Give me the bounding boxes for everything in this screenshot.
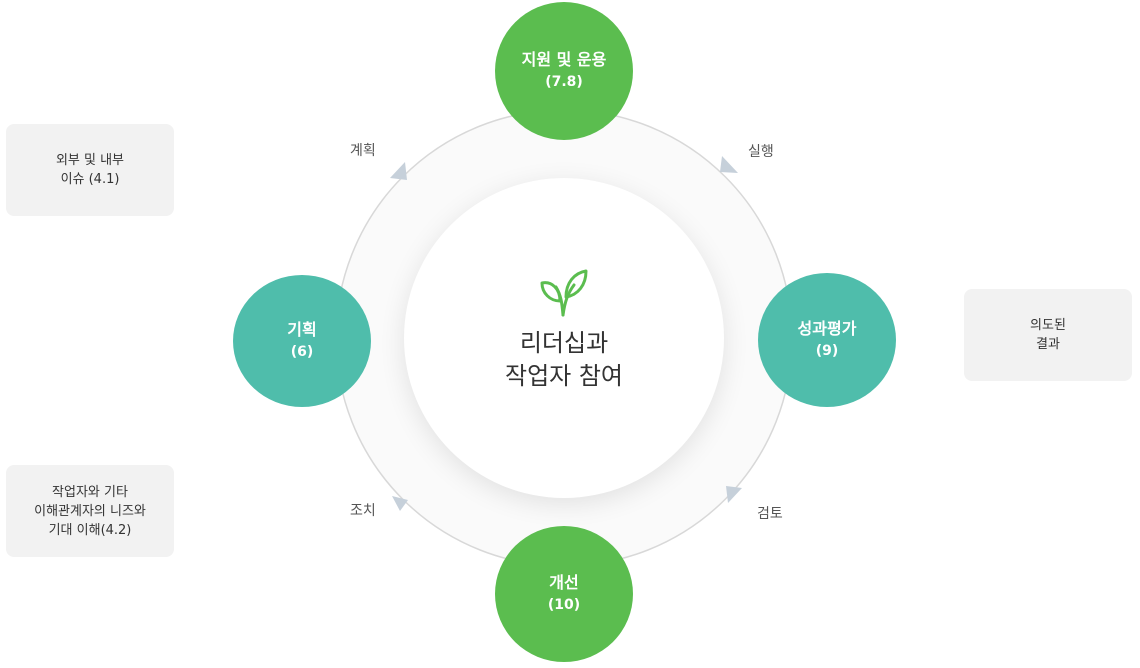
- needs-line1: 작업자와 기타: [52, 484, 128, 500]
- node-performance-sub: (9): [815, 343, 839, 359]
- arrow-check-icon: [726, 486, 742, 503]
- node-performance-label: 성과평가: [797, 319, 857, 338]
- needs-line2: 이해관계자의 니즈와: [34, 503, 146, 519]
- arc-label-do: 실행: [748, 144, 774, 160]
- outcomes-line2: 결과: [1036, 337, 1060, 352]
- intended-outcomes-box: 의도된 결과: [964, 289, 1132, 381]
- arc-label-plan: 계획: [350, 143, 376, 159]
- center-title-line1: 리더십과: [519, 329, 609, 357]
- external-internal-line2: 이슈 (4.1): [60, 172, 120, 187]
- arrow-do-icon: [720, 156, 738, 173]
- external-internal-issues-box: 외부 및 내부 이슈 (4.1): [6, 124, 174, 216]
- center-title: 리더십과 작업자 참여: [505, 327, 623, 393]
- arrow-plan-icon: [390, 162, 407, 180]
- node-support-label: 지원 및 운용: [521, 50, 607, 69]
- node-support-operation: 지원 및 운용 (7.8): [495, 2, 633, 140]
- node-support-sub: (7.8): [545, 74, 583, 90]
- outcomes-line1: 의도된: [1030, 318, 1066, 333]
- center-title-line2: 작업자 참여: [504, 362, 624, 390]
- node-planning: 기획 (6): [233, 275, 371, 407]
- arrow-act-icon: [392, 496, 408, 511]
- node-planning-label: 기획: [287, 320, 317, 339]
- node-improvement-label: 개선: [549, 573, 579, 592]
- node-planning-sub: (6): [290, 344, 314, 360]
- node-improvement-sub: (10): [547, 597, 581, 613]
- arc-label-act: 조치: [350, 503, 376, 519]
- stakeholder-needs-box: 작업자와 기타 이해관계자의 니즈와 기대 이해(4.2): [6, 465, 174, 557]
- external-internal-line1: 외부 및 내부: [55, 153, 125, 168]
- center-leadership-disc: 리더십과 작업자 참여: [404, 178, 724, 498]
- node-performance-evaluation: 성과평가 (9): [758, 273, 896, 407]
- needs-line3: 기대 이해(4.2): [48, 522, 132, 538]
- node-improvement: 개선 (10): [495, 526, 633, 662]
- sprout-icon: [540, 269, 588, 317]
- arc-label-check: 검토: [757, 506, 783, 522]
